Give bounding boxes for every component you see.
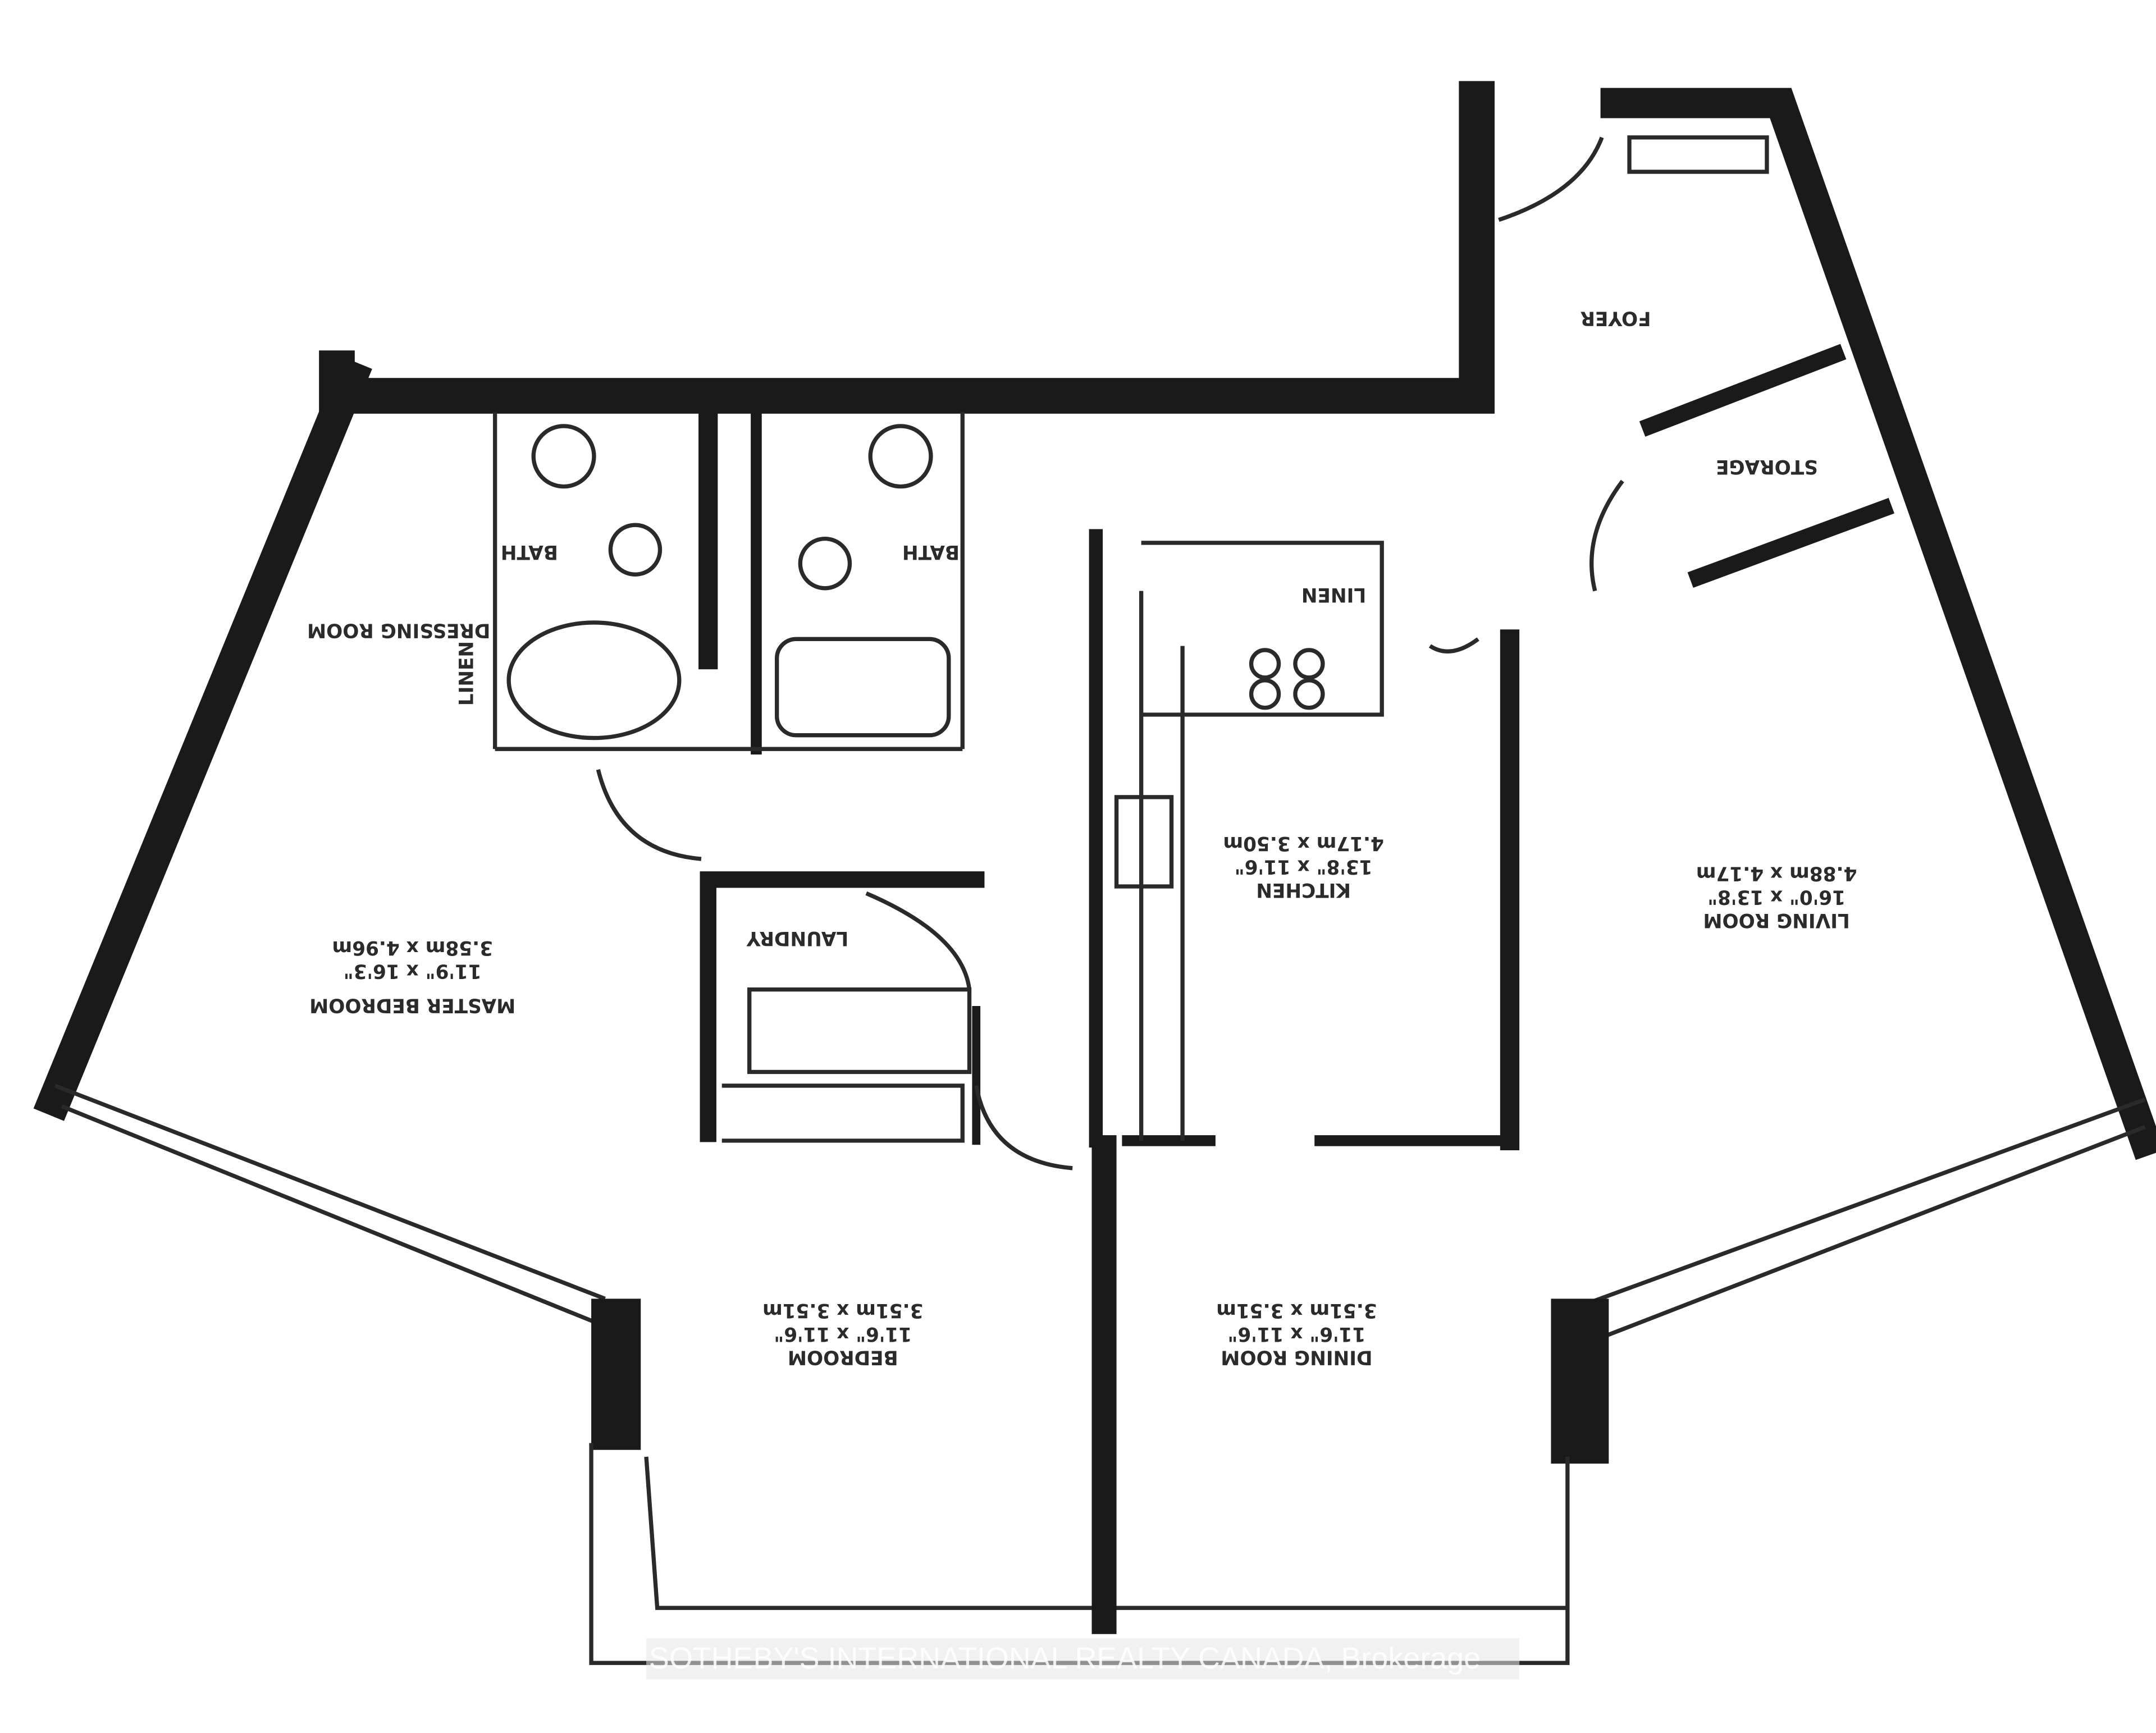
closet-bedroom [721, 1083, 965, 1143]
sink-icon [531, 424, 596, 489]
stove-burner-icon [1249, 648, 1281, 680]
exterior-wall-right [1600, 88, 2156, 1160]
door-swing-laundry [865, 891, 972, 990]
room-dim-imperial-kitchen: 13'8" x 11'6" [1235, 855, 1373, 877]
door-swing-master [596, 769, 702, 861]
stove-burner-icon [1293, 678, 1325, 710]
exterior-wall-left [33, 356, 372, 1121]
room-name-linen: LINEN [1301, 583, 1366, 606]
room-dim-imperial-living: 16'0" x 13'8" [1707, 885, 1846, 908]
window-master [54, 1083, 606, 1301]
door-swing-storage [1589, 479, 1624, 592]
room-dim-imperial-bedroom: 11'6" x 11'6" [774, 1323, 912, 1345]
window-master-inner [61, 1104, 606, 1328]
door-swing-linen [1428, 637, 1479, 654]
bathtub-icon [775, 637, 951, 738]
room-name-laundry: LAUNDRY [746, 927, 848, 949]
door-swing-bedroom [974, 1085, 1073, 1170]
kitchen-sink-icon [1114, 795, 1174, 889]
exterior-wall-top [319, 81, 1495, 414]
room-name-dining: DINING ROOM [1221, 1346, 1372, 1368]
balcony-outline [589, 1443, 1570, 1665]
wall-laundry [700, 871, 985, 1142]
window-living [1581, 1097, 2146, 1308]
room-dim-metric-master: 3.58m x 4.96m [332, 936, 493, 959]
room-name-storage: STORAGE [1716, 455, 1818, 478]
watermark-band [646, 1638, 1520, 1680]
bathtub-oval-icon [506, 620, 682, 740]
watermark: SOTHEBY'S INTERNATIONAL REALTY CANADA, B… [649, 1641, 1481, 1675]
window-living-inner [1594, 1124, 2146, 1342]
stove-burner-icon [1293, 648, 1325, 680]
room-dim-metric-kitchen: 4.17m x 3.50m [1223, 832, 1384, 854]
room-dim-metric-bedroom: 3.51m x 3.51m [762, 1299, 924, 1322]
laundry-machines [747, 987, 972, 1074]
column-right [1551, 1298, 1609, 1464]
room-name-living: LIVING ROOM [1703, 909, 1849, 931]
toilet-icon [608, 523, 663, 577]
room-name-kitchen: KITCHEN [1256, 879, 1351, 901]
foyer-closet [1627, 135, 1769, 174]
wall-storage-bottom [1687, 497, 1894, 588]
room-name-foyer: FOYER [1581, 307, 1651, 330]
fixtures [506, 424, 1325, 889]
doors [596, 136, 1624, 1170]
wall-storage-top [1639, 344, 1847, 437]
room-labels: LIVING ROOM 16'0" x 13'8" 4.88m x 4.17m … [307, 307, 1857, 1369]
kitchen-counter-top [1141, 541, 1384, 717]
room-name-master: MASTER BEDROOM [309, 994, 515, 1017]
toilet-icon [798, 536, 852, 591]
column-left [591, 1298, 641, 1450]
room-dim-imperial-master: 11'9" x 16'3" [344, 960, 482, 982]
room-dim-metric-dining: 3.51m x 3.51m [1216, 1299, 1377, 1322]
room-dim-imperial-dining: 11'6" x 11'6" [1228, 1323, 1366, 1345]
room-dim-metric-living: 4.88m x 4.17m [1696, 862, 1857, 885]
room-name-bath-1: BATH [501, 541, 558, 563]
door-swing-entry [1498, 136, 1604, 222]
room-name-bath-2: BATH [902, 541, 960, 563]
sink-icon [868, 424, 933, 489]
window-bottom [644, 1456, 1568, 1610]
room-name-dressing: DRESSING ROOM [307, 619, 490, 641]
room-name-linen-2: LINEN [455, 641, 478, 706]
room-name-bedroom: BEDROOM [788, 1346, 898, 1368]
stove-burner-icon [1249, 678, 1281, 710]
